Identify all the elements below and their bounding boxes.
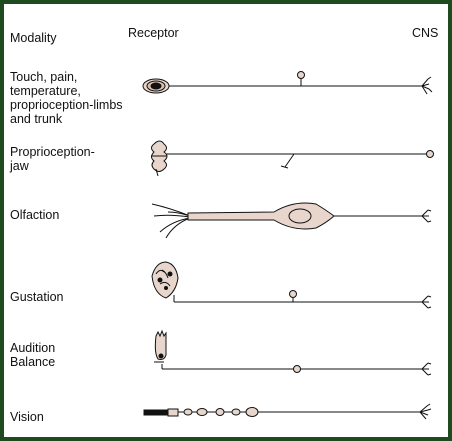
olfactory-cilia-icon [152, 204, 190, 238]
collateral-branch [285, 154, 294, 167]
olfactory-cell-body [188, 203, 334, 229]
cns-terminal-icon [420, 404, 431, 419]
retina-cell-icon [216, 409, 224, 416]
cns-terminal-icon [422, 363, 431, 375]
row-vision-neuron [144, 404, 431, 419]
row-audition-neuron [154, 331, 431, 375]
neuron-diagram-svg [4, 4, 448, 437]
nucleus-icon [289, 209, 311, 223]
ganglion-cell-icon [246, 408, 258, 417]
hair-cell-icon [154, 331, 166, 362]
bipolar-cell-icon [184, 409, 192, 415]
row-olfaction-neuron [152, 203, 431, 238]
cns-terminal-icon [422, 296, 431, 308]
cell-body-icon [427, 151, 434, 158]
cell-body-icon [290, 291, 297, 298]
cell-body-icon [298, 72, 305, 79]
row-gustation-neuron [152, 262, 431, 308]
pacinian-corpuscle-icon [143, 79, 169, 93]
cns-terminal-icon [422, 77, 432, 94]
spindle-receptor-icon [151, 141, 167, 176]
photoreceptor-icon [144, 410, 168, 415]
retina-cell-icon [232, 409, 240, 415]
row-jaw-neuron [151, 141, 434, 176]
cell-body-icon [294, 366, 301, 373]
retina-cell-icon [197, 409, 207, 416]
row-touch-neuron [143, 72, 432, 95]
cns-terminal-icon [422, 210, 431, 222]
diagram-panel: Modality Receptor CNS Touch, pain, tempe… [4, 4, 448, 437]
taste-bud-icon [152, 262, 178, 298]
